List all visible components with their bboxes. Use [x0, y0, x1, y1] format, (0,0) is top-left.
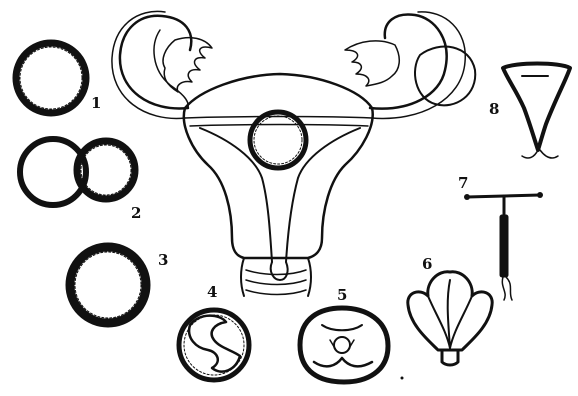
label-4: 4 [207, 283, 217, 301]
label-3: 3 [158, 251, 168, 269]
device-3-thick-ring [70, 247, 146, 323]
device-4-wavy-ring [179, 310, 249, 380]
label-6: 6 [422, 255, 432, 273]
device-5-round-device [300, 308, 388, 382]
device-7-t-shaped-device [464, 192, 543, 300]
device-2-double-ring [20, 139, 135, 205]
speck [401, 377, 404, 380]
label-5: 5 [337, 286, 347, 304]
device-8-v-shaped-device [503, 64, 570, 159]
label-8: 8 [489, 100, 499, 118]
label-7: 7 [458, 174, 468, 192]
device-6-flower-device [408, 272, 492, 365]
label-1: 1 [91, 94, 101, 112]
label-2: 2 [131, 204, 141, 222]
device-1-single-ring [16, 43, 86, 113]
